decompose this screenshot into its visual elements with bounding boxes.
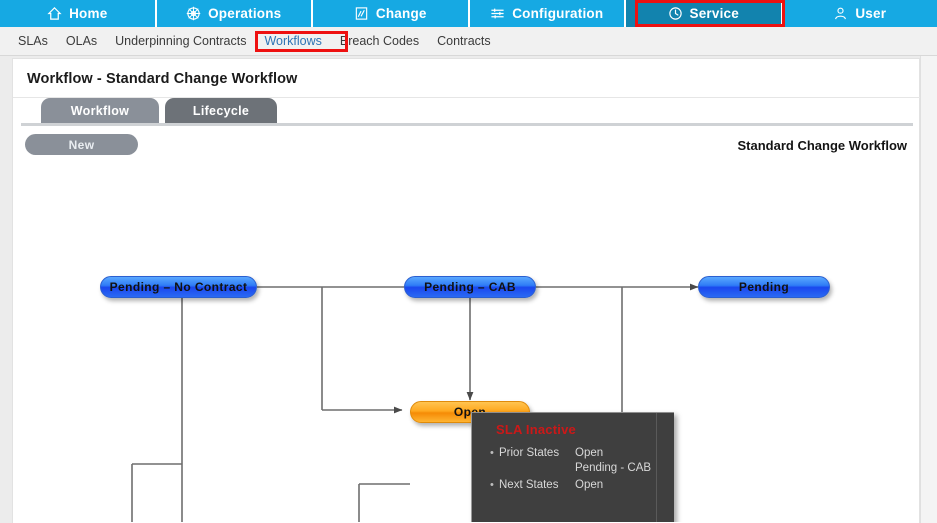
tooltip-row-prior-states: • Prior States Open Pending - CAB: [490, 446, 666, 476]
subnav-item-workflows[interactable]: Workflows: [264, 34, 322, 48]
nav-tab-home[interactable]: Home: [0, 0, 157, 27]
person-icon: [833, 6, 848, 21]
tooltip-prior-states-label: Prior States: [499, 447, 560, 459]
compass-icon: [186, 6, 201, 21]
node-pending[interactable]: Pending: [698, 276, 830, 298]
title-divider: [13, 97, 921, 98]
tooltip-prior-state-2: Pending - CAB: [575, 462, 652, 474]
bullet-icon: •: [490, 447, 494, 459]
tooltip-separator-line: [656, 413, 657, 522]
workflow-name-label: Standard Change Workflow: [737, 138, 908, 153]
tooltip-prior-states-values: Open Pending - CAB: [575, 446, 651, 476]
nav-tab-change[interactable]: Change: [313, 0, 470, 27]
nav-tab-home-label: Home: [69, 6, 108, 21]
sla-tooltip: SLA Inactive • Prior States Open Pending…: [471, 412, 674, 522]
tooltip-next-states-label: Next States: [499, 479, 559, 491]
workflow-connectors: [131, 283, 699, 522]
home-icon: [47, 6, 62, 21]
nav-tab-user[interactable]: User: [782, 0, 937, 27]
nav-tab-service[interactable]: Service: [626, 0, 783, 27]
nav-tab-user-label: User: [855, 6, 887, 21]
nav-tab-configuration-label: Configuration: [512, 6, 604, 21]
tooltip-rows: • Prior States Open Pending - CAB • Next…: [490, 446, 666, 493]
tab-underline: [21, 123, 913, 126]
tooltip-title: SLA Inactive: [496, 422, 576, 437]
page-title: Workflow - Standard Change Workflow: [27, 71, 298, 87]
node-pending-no-contract[interactable]: Pending – No Contract: [100, 276, 257, 298]
clock-icon: [668, 6, 683, 21]
new-button[interactable]: New: [25, 134, 138, 155]
subnav-item-slas[interactable]: SLAs: [18, 34, 48, 48]
nav-tab-operations-label: Operations: [208, 6, 282, 21]
node-pending-cab[interactable]: Pending – CAB: [404, 276, 536, 298]
workflow-panel: Workflow - Standard Change Workflow Work…: [12, 58, 921, 523]
workflow-diagram-canvas[interactable]: Pending – No Contract Pending – CAB Pend…: [14, 164, 904, 522]
tooltip-prior-state-1: Open: [575, 447, 604, 459]
tooltip-next-states-values: Open: [575, 478, 603, 493]
content-area: Workflow - Standard Change Workflow Work…: [0, 56, 937, 523]
bullet-icon: •: [490, 479, 494, 491]
tab-lifecycle[interactable]: Lifecycle: [165, 98, 277, 123]
right-gutter: [920, 56, 937, 523]
sub-navigation-bar: SLAs OLAs Underpinning Contracts Workflo…: [0, 27, 937, 56]
tab-strip: Workflow Lifecycle: [13, 98, 921, 126]
top-navigation-bar: Home Operations Change: [0, 0, 937, 27]
nav-tab-service-label: Service: [689, 6, 739, 21]
tooltip-next-state-1: Open: [575, 479, 604, 491]
nav-tab-configuration[interactable]: Configuration: [469, 0, 626, 27]
subnav-item-underpinning-contracts[interactable]: Underpinning Contracts: [115, 34, 247, 48]
nav-tab-operations[interactable]: Operations: [156, 0, 313, 27]
subnav-item-olas[interactable]: OLAs: [65, 34, 98, 48]
sliders-icon: [490, 6, 505, 21]
tab-workflow[interactable]: Workflow: [41, 98, 159, 123]
nav-tab-change-label: Change: [375, 6, 427, 21]
tooltip-row-next-states: • Next States Open: [490, 478, 666, 493]
change-chart-icon: [354, 6, 369, 21]
subnav-item-contracts[interactable]: Contracts: [437, 34, 491, 48]
subnav-item-breach-codes[interactable]: Breach Codes: [339, 34, 420, 48]
